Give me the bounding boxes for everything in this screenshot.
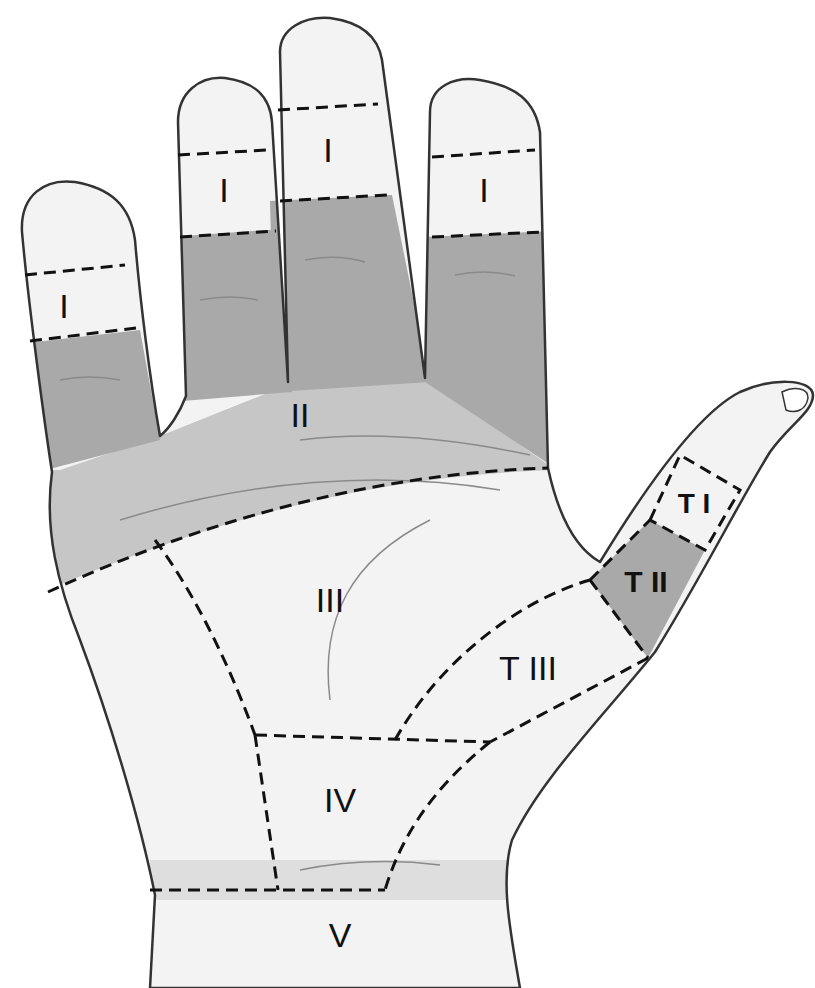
skin-crease [455, 272, 515, 276]
zone-border [650, 455, 740, 550]
zone-label: I [479, 173, 488, 207]
skin-crease [300, 862, 440, 870]
zone-border [385, 742, 490, 890]
zone-border [25, 265, 125, 275]
skin-crease [120, 480, 500, 520]
skin-crease [200, 297, 258, 300]
zone-border [180, 231, 276, 237]
zone-label: I [219, 173, 228, 207]
skin-crease [60, 377, 120, 380]
zone-label: II [291, 398, 310, 432]
zone-border [278, 104, 378, 110]
zone-label: V [329, 918, 352, 952]
zone-label: I [59, 289, 68, 323]
zone-border [155, 540, 255, 735]
zone-label: IV [324, 783, 356, 817]
zone-shade [425, 231, 558, 470]
hand-outline [22, 18, 813, 988]
zone-border [255, 735, 490, 742]
zone-border [30, 328, 136, 341]
zone-border [280, 195, 388, 201]
zone-label: T III [499, 651, 557, 685]
zone-shade [270, 195, 430, 392]
zone-border [48, 468, 548, 592]
wrist-shade [150, 860, 520, 900]
zone-label: I [323, 133, 332, 167]
skin-crease [305, 257, 365, 262]
zone-border [150, 889, 385, 892]
zone-border [255, 735, 278, 890]
zone-shade [0, 330, 160, 482]
skin-crease [300, 436, 530, 455]
zone-label: T I [678, 490, 711, 518]
thumbnail [782, 389, 808, 412]
zone-border [178, 150, 268, 155]
zone-border [432, 150, 535, 157]
zone-label: T II [624, 567, 667, 597]
zone-border [395, 580, 590, 740]
zone-border [432, 232, 542, 237]
zone-label: III [316, 583, 344, 617]
